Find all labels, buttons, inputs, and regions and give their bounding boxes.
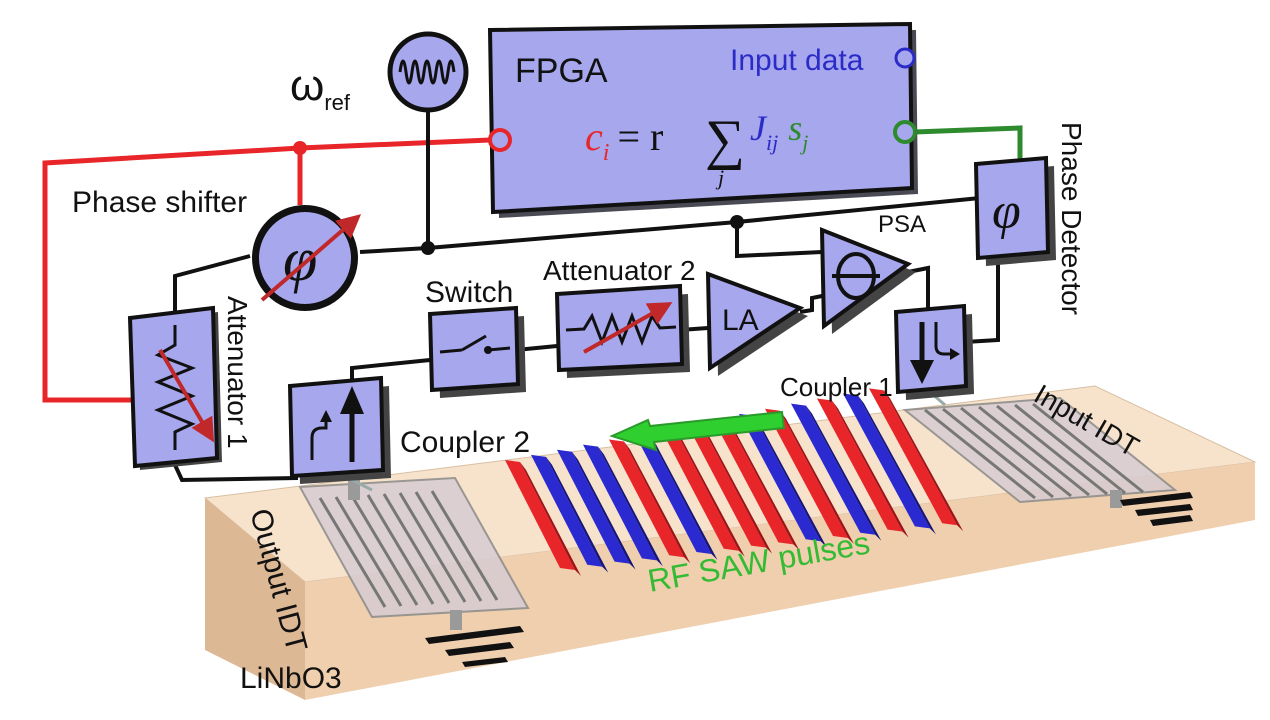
saw-pulse xyxy=(609,439,685,558)
saw-pulse-side xyxy=(676,431,745,557)
rf-switch xyxy=(427,305,526,398)
saw-pulse xyxy=(635,434,712,554)
saw-pulse xyxy=(583,444,657,561)
limiting-amplifier: LA xyxy=(705,271,808,376)
phase-shifter: φ xyxy=(252,205,362,311)
coupler-2 xyxy=(287,375,391,484)
la-label: LA xyxy=(722,304,759,337)
attenuator-2-label: Attenuator 2 xyxy=(543,255,696,286)
signal-wires xyxy=(173,112,1000,483)
red-feedback-wire xyxy=(42,137,491,403)
fpga-sigma: ∑ xyxy=(705,109,745,171)
phase-detector-label: Phase Detector xyxy=(1056,122,1087,315)
input-idt xyxy=(902,396,1178,508)
saw-pulse-side xyxy=(728,421,800,551)
saw-pulse xyxy=(843,393,930,529)
fpga-input-port xyxy=(893,120,917,144)
reference-frequency-label: ωref xyxy=(290,61,351,115)
saw-direction-arrow xyxy=(609,410,786,452)
sine-wave-icon xyxy=(398,59,456,85)
saw-pulse-group xyxy=(505,388,964,576)
attenuator-2 xyxy=(554,283,690,378)
saw-pulse-side xyxy=(754,415,827,548)
attenuator-1 xyxy=(127,305,222,470)
saw-pulse-side xyxy=(598,446,663,567)
saw-pulse-side xyxy=(624,441,691,564)
output-ground-icon xyxy=(425,626,524,667)
coupler-1-label: Coupler 1 xyxy=(780,372,893,402)
saw-pulse-side xyxy=(858,395,936,535)
fpga-title: FPGA xyxy=(515,52,608,90)
psa-label: PSA xyxy=(878,211,926,238)
psa-junction-dot xyxy=(730,215,744,229)
output-idt xyxy=(298,476,530,630)
attenuator-1-label: Attenuator 1 xyxy=(222,296,253,449)
saw-pulse-side xyxy=(520,462,581,576)
saw-pulse xyxy=(661,429,739,551)
red-junction-dot xyxy=(293,141,307,155)
saw-pulse xyxy=(869,388,958,526)
reference-oscillator xyxy=(387,31,469,113)
phase-detector: φ xyxy=(973,155,1056,266)
saw-pulse-side xyxy=(884,390,964,532)
phase-shifter-phi: φ xyxy=(283,226,317,294)
input-data-port xyxy=(894,47,916,69)
saw-pulse xyxy=(791,403,876,535)
saw-pulse xyxy=(531,454,603,567)
saw-pulse-side xyxy=(650,436,718,560)
phase-shifter-label: Phase shifter xyxy=(72,186,247,219)
saw-pulse xyxy=(713,419,794,545)
saw-pulse-side xyxy=(702,426,773,554)
saw-pulse xyxy=(557,449,630,564)
saw-pulse-side xyxy=(572,451,636,570)
fpga-output-port xyxy=(488,128,512,152)
phase-detector-phi: φ xyxy=(992,183,1021,240)
saw-pulse xyxy=(765,408,848,538)
fpga-sigma-index: j xyxy=(715,165,724,190)
saw-pulse xyxy=(739,413,821,542)
coupler-1 xyxy=(893,303,974,400)
saw-pulse xyxy=(817,398,903,532)
saw-pulse-side xyxy=(806,405,882,541)
saw-pulse-side xyxy=(832,400,909,538)
green-feedback-wire xyxy=(914,125,1023,162)
saw-pulse-side xyxy=(546,456,609,573)
input-data-label: Input data xyxy=(730,44,864,77)
phase-sensitive-amplifier xyxy=(819,227,916,334)
saw-pulse xyxy=(687,424,767,548)
input-ground-icon xyxy=(1120,492,1193,526)
switch-label: Switch xyxy=(425,276,513,309)
coupler-2-label: Coupler 2 xyxy=(400,426,530,459)
bus-junction-dot xyxy=(421,241,435,255)
substrate-label: LiNbO3 xyxy=(240,662,342,695)
fpga-equation: ci= r xyxy=(585,114,663,166)
saw-pulse-side xyxy=(780,410,854,544)
saw-pulse xyxy=(505,460,575,570)
